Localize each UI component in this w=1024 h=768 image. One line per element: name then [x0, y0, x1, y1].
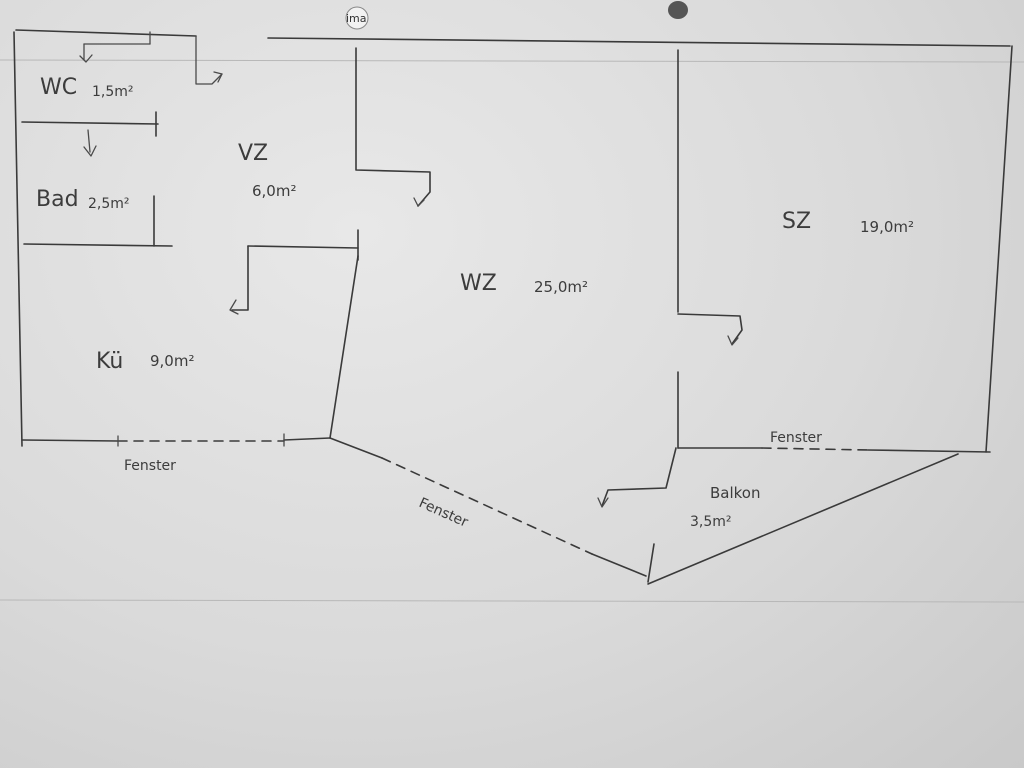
sz-label: SZ — [782, 209, 811, 234]
bathroom-walls — [21, 31, 223, 247]
bad-label: Bad — [36, 187, 79, 212]
balkon-label: Balkon — [710, 484, 761, 502]
balcony-walls — [597, 447, 959, 585]
wz-area: 25,0m² — [534, 278, 588, 296]
kue-area: 9,0m² — [150, 352, 194, 370]
wc-label: WC — [40, 75, 77, 100]
living-room-window — [381, 457, 593, 555]
punch-hole — [668, 1, 688, 19]
vz-area: 6,0m² — [252, 182, 296, 200]
balkon-area: 3,5m² — [690, 514, 732, 530]
sz-area: 19,0m² — [860, 218, 914, 236]
kue-label: Kü — [96, 349, 123, 374]
room-labels: WC 1,5m² Bad 2,5m² VZ 6,0m² Kü 9,0m² WZ … — [36, 75, 914, 530]
bedroom-walls — [677, 49, 991, 453]
wz-label: WZ — [460, 271, 497, 296]
wc-area: 1,5m² — [92, 84, 134, 100]
bad-area: 2,5m² — [88, 196, 130, 212]
logo: ima — [345, 6, 369, 30]
vz-label: VZ — [238, 141, 268, 166]
living-window-label: Fenster — [416, 495, 470, 531]
outer-walls — [13, 29, 1013, 453]
kitchen-walls — [229, 229, 359, 439]
bedroom-window-label: Fenster — [770, 430, 822, 446]
logo-text: ima — [346, 12, 367, 25]
paper-lines — [0, 59, 1024, 603]
bedroom-window — [761, 447, 869, 451]
hallway-walls — [355, 47, 431, 207]
kitchen-window-label: Fenster — [124, 458, 176, 474]
